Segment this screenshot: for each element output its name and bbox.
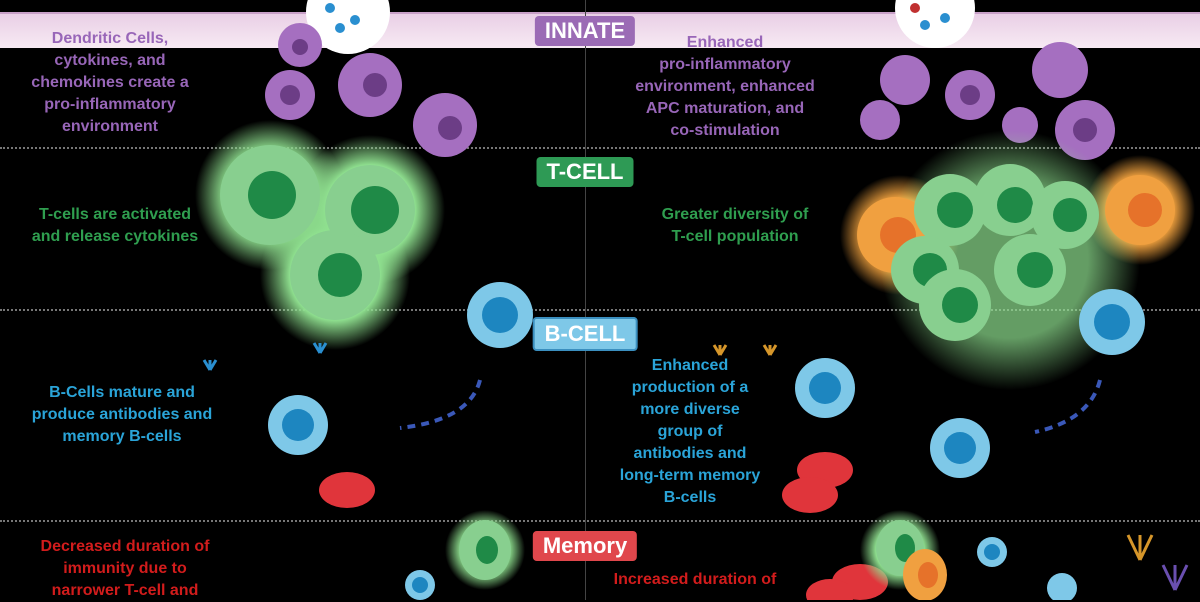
t-cells-right <box>840 130 1195 390</box>
innate-badge: INNATE <box>534 16 636 46</box>
red-blood-cells <box>319 452 888 600</box>
t-cells-left <box>195 120 445 350</box>
antibodies <box>202 342 1189 591</box>
dashed-arrow <box>1034 379 1102 434</box>
memory-cells <box>445 510 947 600</box>
bcell-badge: B-CELL <box>532 317 638 351</box>
vaccine-bubble-right <box>895 0 975 48</box>
tcell-badge: T-CELL <box>536 157 634 187</box>
dashed-arrow <box>399 379 482 430</box>
memory-right-text: Increased duration of <box>613 571 777 588</box>
vaccine-bubble-left <box>306 0 390 54</box>
section-divider <box>0 309 1200 311</box>
b-cells <box>268 282 1145 600</box>
center-divider <box>585 0 586 600</box>
section-divider <box>0 147 1200 149</box>
section-divider <box>0 520 1200 522</box>
memory-badge: Memory <box>532 531 638 561</box>
